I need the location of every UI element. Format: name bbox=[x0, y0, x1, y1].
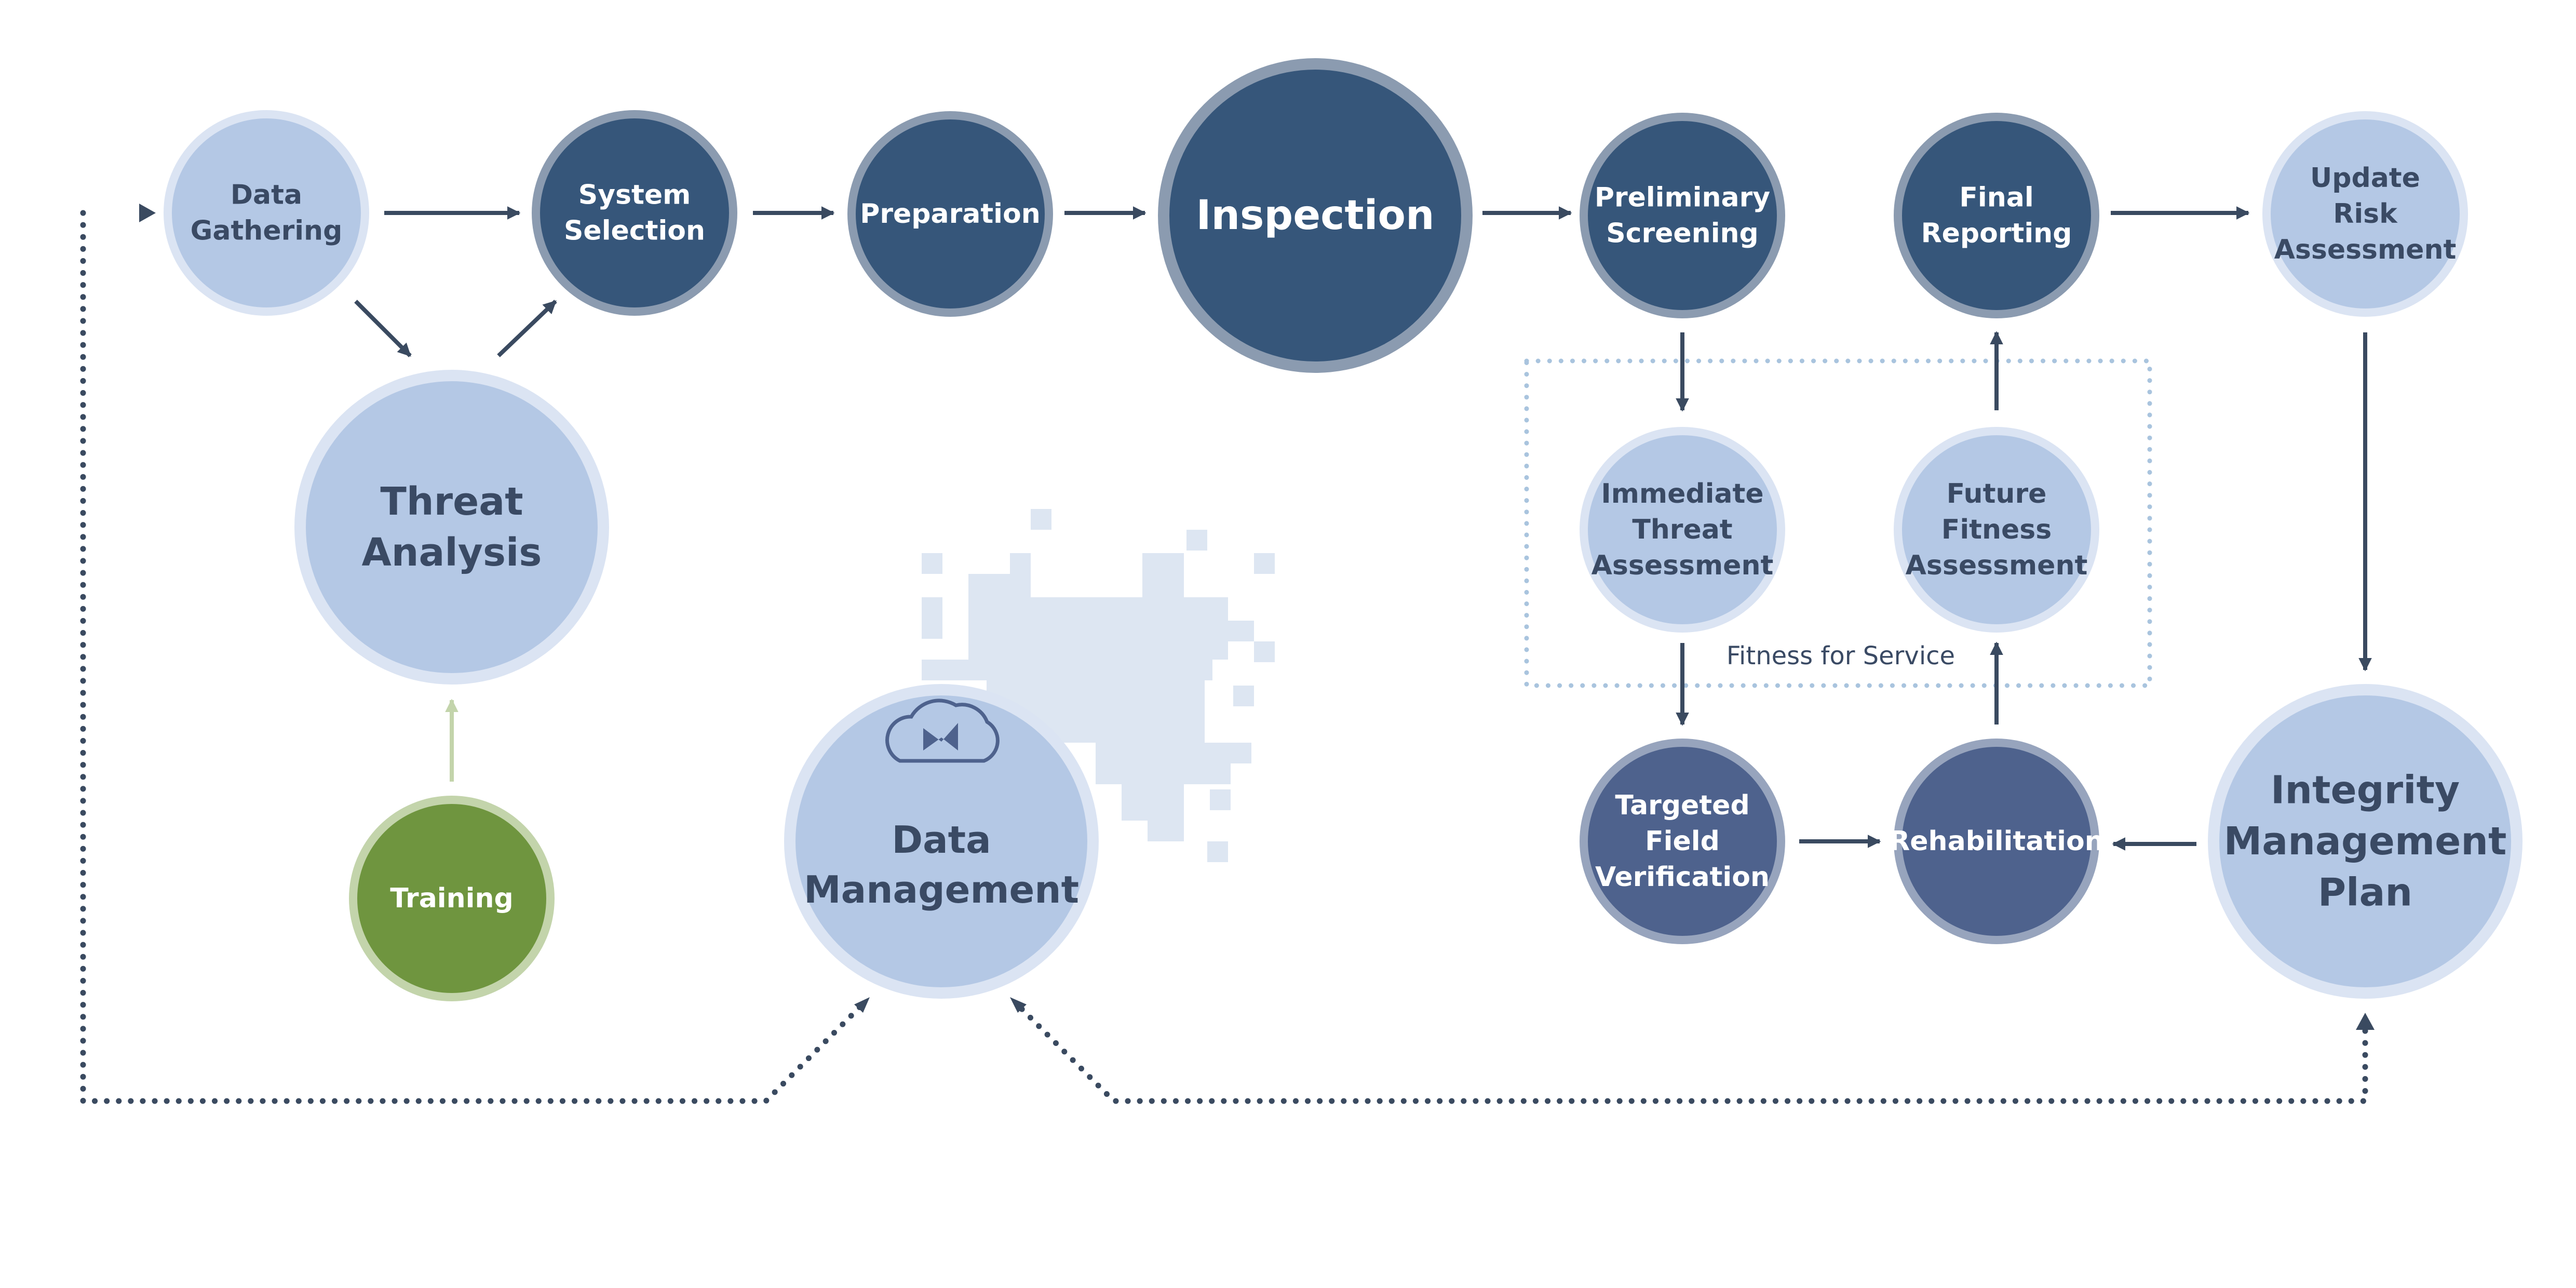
data-gathering-circle bbox=[172, 118, 361, 307]
future-fitness-label-line-2: Fitness bbox=[1941, 514, 2052, 545]
preliminary-circle bbox=[1588, 121, 1777, 310]
targeted-field-label-line-3: Verification bbox=[1595, 862, 1770, 893]
fitness-for-service-box bbox=[1524, 358, 2152, 688]
integrity-plan-label-line-1: Integrity bbox=[2271, 768, 2460, 813]
data-management-label-line-2: Management bbox=[804, 868, 1079, 911]
preparation-circle bbox=[856, 119, 1045, 308]
preliminary-label-line-1: Preliminary bbox=[1595, 182, 1770, 213]
training-node: Training bbox=[349, 796, 555, 1001]
feedback-loops bbox=[80, 210, 2368, 1104]
inspection-circle bbox=[1169, 70, 1461, 361]
immediate-threat-circle bbox=[1588, 435, 1777, 624]
data-management-label-line-1: Data bbox=[892, 818, 991, 862]
update-risk-circle bbox=[2271, 119, 2460, 308]
targeted-field-label-line-1: Targeted bbox=[1615, 790, 1749, 821]
training-circle bbox=[357, 804, 546, 993]
cloud-logo-icon bbox=[885, 699, 1000, 763]
fitness-for-service-label: Fitness for Service bbox=[1727, 641, 1955, 670]
data-management-circle bbox=[795, 695, 1087, 987]
pixel-cloud-decoration bbox=[922, 509, 1275, 862]
targeted-field-circle bbox=[1588, 747, 1777, 936]
rehabilitation-label-line-1: Rehabilitation bbox=[1889, 826, 2104, 857]
final-reporting-label-line-1: Final bbox=[1959, 182, 2033, 213]
update-risk-label-line-3: Assessment bbox=[2274, 234, 2457, 265]
data-gathering-label-line-1: Data bbox=[231, 179, 302, 210]
integrity-plan-circle bbox=[2219, 695, 2511, 987]
rehabilitation-node: Rehabilitation bbox=[1889, 739, 2104, 944]
integrity-plan-label-line-3: Plan bbox=[2318, 870, 2412, 915]
system-selection-label-line-2: Selection bbox=[564, 216, 705, 247]
final-reporting-label-line-2: Reporting bbox=[1921, 218, 2072, 249]
immediate-threat-label-line-2: Threat bbox=[1632, 514, 1732, 545]
training-label-line-1: Training bbox=[390, 883, 513, 914]
integrity-plan-label-line-2: Management bbox=[2224, 819, 2507, 864]
immediate-threat-label-line-1: Immediate bbox=[1601, 478, 1763, 509]
data-gathering-label-line-2: Gathering bbox=[191, 216, 343, 247]
update-risk-label-line-1: Update bbox=[2310, 163, 2420, 194]
feedback-arrowheads bbox=[139, 204, 2375, 1030]
rehabilitation-circle bbox=[1902, 747, 2091, 936]
immediate-threat-label-line-3: Assessment bbox=[1592, 550, 1774, 581]
future-fitness-circle bbox=[1902, 435, 2091, 624]
future-fitness-label-line-1: Future bbox=[1947, 478, 2047, 509]
future-fitness-label-line-3: Assessment bbox=[1906, 550, 2088, 581]
final-reporting-circle bbox=[1902, 121, 2091, 310]
system-selection-circle bbox=[540, 118, 729, 307]
flow-arrows bbox=[354, 206, 2372, 851]
preparation-node: Preparation bbox=[847, 111, 1053, 317]
update-risk-label-line-2: Risk bbox=[2333, 198, 2398, 230]
system-selection-label-line-1: System bbox=[578, 179, 691, 210]
threat-analysis-label-line-1: Threat bbox=[380, 479, 523, 524]
inspection-label-line-1: Inspection bbox=[1196, 192, 1434, 239]
preliminary-label-line-2: Screening bbox=[1606, 218, 1759, 249]
threat-analysis-label-line-2: Analysis bbox=[362, 530, 542, 575]
inspection-node: Inspection bbox=[1158, 58, 1473, 373]
threat-analysis-circle bbox=[306, 381, 598, 673]
preparation-label-line-1: Preparation bbox=[860, 198, 1041, 230]
targeted-field-label-line-2: Field bbox=[1645, 826, 1720, 857]
